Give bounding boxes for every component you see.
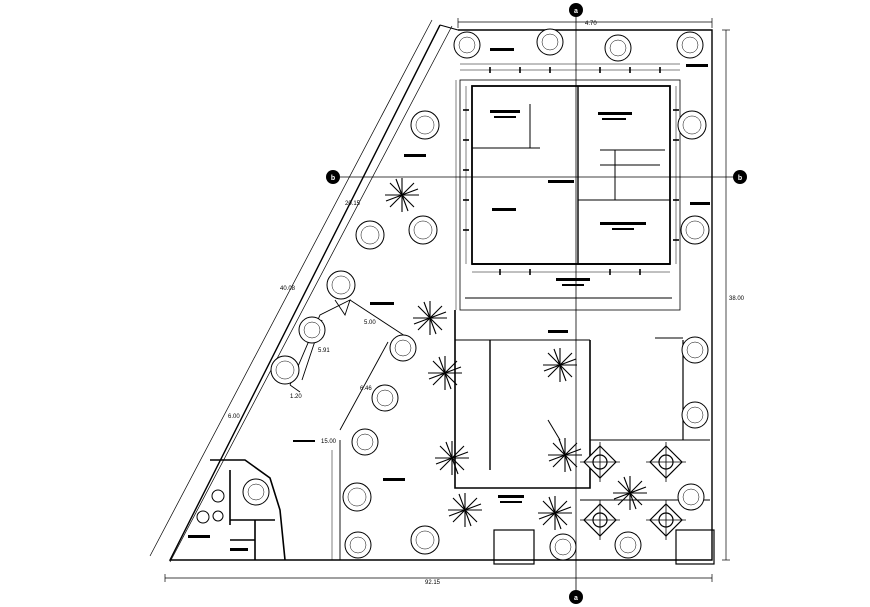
dim-diagonal-upper: 20.15	[345, 201, 361, 207]
dim-inner-e: 15.00	[321, 439, 337, 445]
section-marker-a-bottom-label: a	[574, 595, 578, 602]
site-boundary	[168, 24, 713, 561]
dim-inner-b: 5.91	[318, 348, 330, 354]
round-trees	[196, 28, 710, 561]
dim-diagonal-lower: 6.00	[228, 414, 240, 420]
lower-left-building	[210, 459, 286, 561]
section-marker-a-top-label: a	[574, 8, 578, 15]
section-marker-a-bottom: a	[569, 590, 583, 604]
dim-right-height: 38.00	[729, 296, 745, 302]
dim-inner-c: 6.46	[360, 386, 372, 392]
round-tree-texture	[247, 33, 705, 556]
dim-bottom-width: 92.15	[425, 580, 441, 586]
gazebo-symbols	[580, 442, 686, 540]
section-marker-b-right: b	[733, 170, 747, 184]
room-labels	[188, 48, 710, 551]
section-lines	[338, 14, 740, 594]
dim-top-width: 4.70	[585, 21, 597, 27]
building-dimension-ticks	[463, 67, 679, 275]
lower-structure	[454, 310, 710, 501]
palm-trees	[385, 178, 647, 530]
dimension-lines	[149, 18, 730, 582]
section-marker-a-top: a	[569, 3, 583, 17]
section-marker-b-left: b	[326, 170, 340, 184]
dim-diagonal-total: 40.08	[280, 286, 296, 292]
dim-inner-a: 5.00	[364, 320, 376, 326]
section-marker-b-left-label: b	[331, 175, 335, 182]
main-building	[455, 63, 681, 311]
dim-inner-d: 1.20	[290, 394, 302, 400]
section-marker-b-right-label: b	[738, 175, 742, 182]
signage-boxes	[493, 529, 715, 565]
